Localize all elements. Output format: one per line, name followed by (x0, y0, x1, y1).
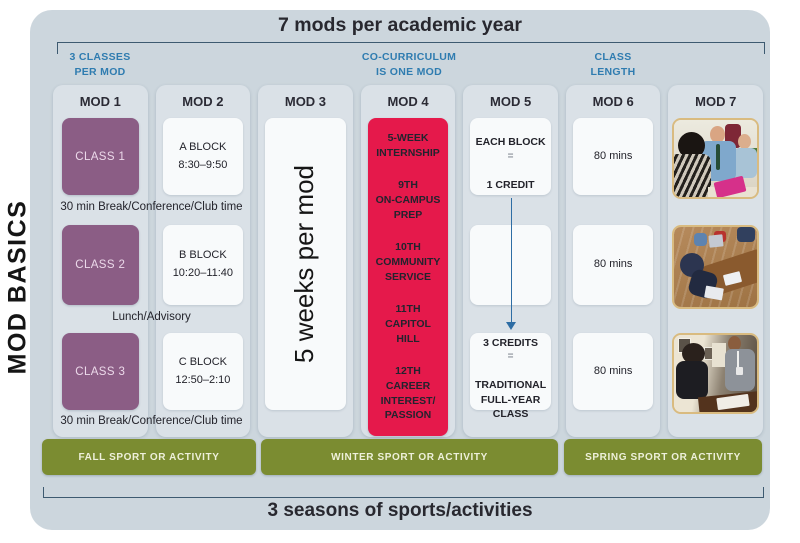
co-curriculum-item: 9TH ON-CAMPUS PREP (375, 179, 441, 221)
photo-shape (733, 148, 758, 178)
column-header: MOD 3 (284, 93, 327, 109)
class-length-box: 80 mins (572, 225, 654, 305)
five-weeks-box: 5 weeks per mod (265, 118, 346, 410)
column-mod-4: MOD 4 5-WEEK INTERNSHIP 9TH ON-CAMPUS PR… (360, 85, 456, 437)
bottom-bracket (43, 487, 764, 498)
class-3-box: CLASS 3 (62, 333, 139, 410)
break-note: 30 min Break/Conference/Club time (60, 415, 243, 427)
equals-sign: = (507, 351, 514, 363)
credit-line: 1 CREDIT (486, 178, 535, 191)
down-arrow (506, 198, 517, 330)
co-curriculum-item: 10TH COMMUNITY SERVICE (375, 241, 441, 283)
credit-line: 3 CREDITS (483, 336, 539, 349)
spring-sport-bar: SPRING SPORT OR ACTIVITY (564, 439, 762, 475)
a-block-box: A BLOCK 8:30–9:50 (162, 118, 244, 195)
main-card: 7 mods per academic year 3 CLASSES PER M… (30, 10, 770, 530)
column-mod-1: MOD 1 CLASS 1 CLASS 2 CLASS 3 (53, 85, 148, 437)
photo-shape (738, 134, 752, 149)
column-header: MOD 7 (695, 93, 737, 109)
column-header: MOD 6 (592, 93, 634, 109)
column-mod-2: MOD 2 A BLOCK 8:30–9:50 B BLOCK 10:20–11… (155, 85, 251, 437)
mod7-photo-3 (672, 333, 760, 414)
credit-line: EACH BLOCK (475, 136, 546, 149)
column-mod-3: MOD 3 5 weeks per mod (258, 85, 353, 437)
equals-sign: = (507, 151, 514, 162)
class-length-box: 80 mins (572, 118, 654, 195)
photo-shape (694, 233, 708, 246)
photo-shape (708, 234, 724, 248)
fall-sport-bar: FALL SPORT OR ACTIVITY (42, 439, 256, 475)
footer-title: 3 seasons of sports/activities (267, 500, 533, 521)
mod7-photo-1 (672, 118, 760, 199)
side-title: MOD BASICS (3, 199, 32, 375)
column-header: MOD 2 (182, 93, 224, 109)
column-mod-7: MOD 7 (668, 85, 764, 437)
column-mod-5: MOD 5 EACH BLOCK = 1 CREDIT 3 CREDITS = … (463, 85, 558, 437)
top-bracket (57, 42, 765, 54)
mod7-photo-2 (672, 225, 760, 309)
photo-shape (674, 154, 712, 197)
column-header: MOD 4 (387, 93, 429, 109)
annotation-class-length: CLASS LENGTH (590, 51, 636, 79)
column-header: MOD 5 (490, 93, 532, 109)
annotation-classes-per-mod: 3 CLASSES PER MOD (69, 51, 131, 79)
class-2-box: CLASS 2 (62, 225, 139, 305)
credit-line: TRADITIONAL FULL-YEAR CLASS (475, 379, 547, 421)
photo-shape (728, 336, 742, 351)
page-title: 7 mods per academic year (278, 14, 522, 36)
co-curriculum-box: 5-WEEK INTERNSHIP 9TH ON-CAMPUS PREP 10T… (367, 118, 449, 436)
photo-shape (676, 361, 709, 399)
three-credits-box: 3 CREDITS = TRADITIONAL FULL-YEAR CLASS (470, 333, 551, 420)
photo-shape (716, 144, 721, 170)
co-curriculum-item: 12TH CAREER INTEREST/ PASSION (380, 365, 436, 422)
co-curriculum-item: 5-WEEK INTERNSHIP (376, 132, 440, 159)
b-block-box: B BLOCK 10:20–11:40 (162, 225, 244, 305)
photo-shape (737, 351, 740, 367)
annotation-co-curriculum: CO-CURRICULUM IS ONE MOD (361, 51, 457, 79)
column-header: MOD 1 (79, 93, 121, 109)
winter-sport-bar: WINTER SPORT OR ACTIVITY (261, 439, 558, 475)
class-1-box: CLASS 1 (62, 118, 139, 195)
each-block-credit-box: EACH BLOCK = 1 CREDIT (470, 118, 551, 195)
class-length-box: 80 mins (572, 333, 654, 410)
photo-shape (710, 126, 726, 143)
photo-shape (736, 367, 744, 375)
photo-shape (682, 343, 706, 364)
mod-columns: MOD 1 CLASS 1 CLASS 2 CLASS 3 MOD 2 A BL… (53, 85, 764, 437)
column-mod-6: MOD 6 80 mins 80 mins 80 mins (565, 85, 661, 437)
c-block-box: C BLOCK 12:50–2:10 (162, 333, 244, 410)
lunch-advisory-note: Lunch/Advisory (112, 311, 191, 323)
break-note: 30 min Break/Conference/Club time (60, 201, 243, 213)
photo-shape (712, 343, 727, 367)
co-curriculum-item: 11TH CAPITOL HILL (385, 303, 431, 345)
five-weeks-label: 5 weeks per mod (289, 165, 320, 363)
photo-shape (737, 227, 756, 242)
